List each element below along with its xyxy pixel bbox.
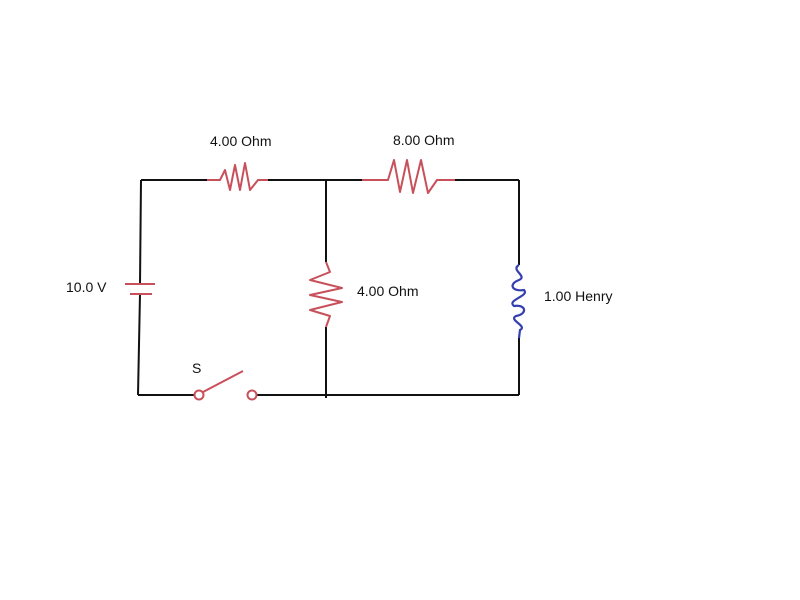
resistor-top-right-label: 8.00 Ohm [393,132,455,148]
switch-label: S [192,360,202,376]
inductor-label: 1.00 Henry [544,288,613,304]
switch-open-icon[interactable] [193,370,258,401]
inductor-icon [511,264,527,339]
battery-label: 10.0 V [66,279,107,295]
wire-left-upper [139,179,142,285]
resistor-top-left-icon [207,162,268,191]
battery-icon [125,283,155,295]
resistor-middle-icon [309,261,343,328]
wire-left-lower [137,293,141,396]
resistor-middle-label: 4.00 Ohm [357,283,419,299]
resistor-top-right-icon [362,159,455,194]
resistor-top-left-label: 4.00 Ohm [210,133,272,149]
